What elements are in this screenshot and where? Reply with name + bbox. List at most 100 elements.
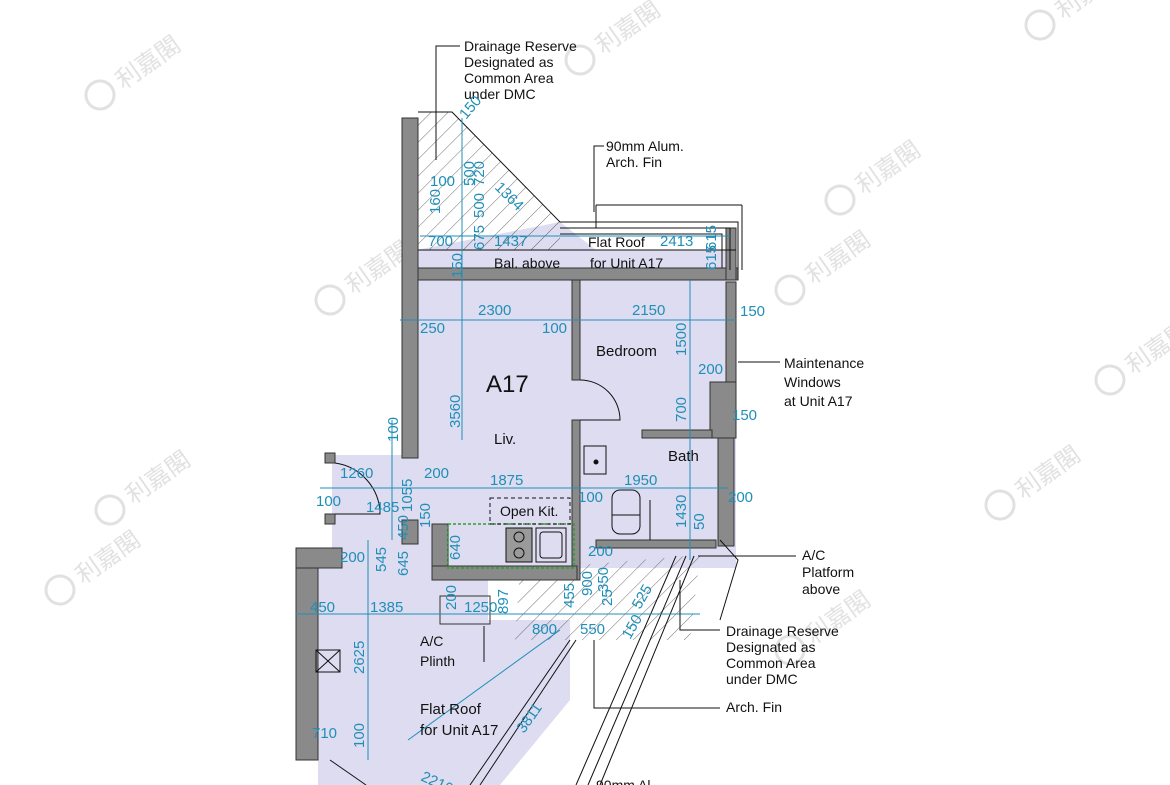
svg-text:90mm Alum.: 90mm Alum. xyxy=(606,138,684,154)
dim-label: 1260 xyxy=(340,465,373,482)
svg-text:利嘉閣: 利嘉閣 xyxy=(71,525,146,589)
svg-text:Arch. Fin: Arch. Fin xyxy=(606,154,662,170)
watermark-logo: 利嘉閣 xyxy=(1094,315,1170,396)
dim-label: 550 xyxy=(580,621,605,638)
room-label-ac-plinth-2: Plinth xyxy=(420,653,455,669)
svg-text:利嘉閣: 利嘉閣 xyxy=(1121,315,1170,379)
svg-text:under DMC: under DMC xyxy=(464,86,536,102)
svg-text:Windows: Windows xyxy=(784,374,841,390)
dim-label: 2413 xyxy=(660,233,693,250)
svg-text:Designated as: Designated as xyxy=(726,639,816,655)
room-label-bath: Bath xyxy=(668,448,699,465)
dim-label: 1055 xyxy=(399,479,416,512)
doors xyxy=(334,379,651,540)
unit-label: A17 xyxy=(486,371,529,398)
dim-label: 200 xyxy=(424,465,449,482)
dim-label: 150 xyxy=(417,503,434,528)
dim-label: 700 xyxy=(673,397,690,422)
svg-text:利嘉閣: 利嘉閣 xyxy=(121,445,196,509)
dim-label: 200 xyxy=(698,361,723,378)
dim-label: 3560 xyxy=(447,395,464,428)
svg-text:Common Area: Common Area xyxy=(464,70,554,86)
dim-label: 450 xyxy=(395,515,412,540)
dim-label: 645 xyxy=(395,551,412,576)
watermark-logo: 利嘉閣 xyxy=(984,440,1086,521)
dim-label: 1500 xyxy=(673,323,690,356)
room-label-kitchen: Open Kit. xyxy=(500,503,558,519)
dim-label: 160 xyxy=(427,189,444,214)
dim-label: 25 xyxy=(599,589,616,606)
room-label-flat-roof-bottom-unit: for Unit A17 xyxy=(420,722,498,739)
stove-icon xyxy=(505,527,533,563)
dim-label: 100 xyxy=(430,173,455,190)
dim-label: 150 xyxy=(740,303,765,320)
dim-label: 1950 xyxy=(624,472,657,489)
note-alum-fin: 90mm Alum. Arch. Fin xyxy=(606,138,684,170)
note-drainage-bottom: Drainage Reserve Designated as Common Ar… xyxy=(726,623,839,687)
drainage-reserve-top xyxy=(418,112,560,250)
watermark-logo: 利嘉閣 xyxy=(84,30,186,111)
room-label-balcony: Bal. above xyxy=(494,255,560,271)
dim-label: 200 xyxy=(588,543,613,560)
room-label-living: Liv. xyxy=(494,431,516,448)
room-label-flat-roof-bottom: Flat Roof xyxy=(420,701,482,718)
dim-label: 1250 xyxy=(464,599,497,616)
dim-label: 100 xyxy=(542,320,567,337)
ac-unit-icon xyxy=(315,649,341,673)
note-arch-fin: Arch. Fin xyxy=(726,699,782,715)
room-label-bedroom: Bedroom xyxy=(596,343,657,360)
dim-label: 450 xyxy=(310,599,335,616)
dim-label: 200 xyxy=(728,489,753,506)
basin-icon xyxy=(583,445,607,475)
dim-label: 1385 xyxy=(370,599,403,616)
dim-label: 615 xyxy=(703,225,720,250)
svg-text:利嘉閣: 利嘉閣 xyxy=(591,0,666,60)
svg-text:Common Area: Common Area xyxy=(726,655,816,671)
sink-icon xyxy=(535,527,567,563)
outline-lines xyxy=(329,111,743,785)
watermark-logo: 利嘉閣 xyxy=(94,445,196,526)
leader-lines xyxy=(435,45,796,709)
dim-label: 50 xyxy=(691,513,708,530)
dim-label: 100 xyxy=(385,417,402,442)
svg-text:at Unit A17: at Unit A17 xyxy=(784,393,853,409)
watermark-logo: 利嘉閣 xyxy=(314,235,416,316)
walls xyxy=(295,117,739,761)
dim-label: 455 xyxy=(561,583,578,608)
svg-text:利嘉閣: 利嘉閣 xyxy=(851,135,926,199)
note-bottom-cut: 90mm Al xyxy=(596,777,650,785)
dim-label: 150 xyxy=(732,407,757,424)
note-ac-platform: A/C Platform above xyxy=(802,547,854,597)
dim-label: 100 xyxy=(316,493,341,510)
dim-label: 2300 xyxy=(478,302,511,319)
watermark-logo: 利嘉閣 xyxy=(824,135,926,216)
dim-label: 720 xyxy=(471,161,488,186)
svg-text:利嘉閣: 利嘉閣 xyxy=(1051,0,1126,25)
kitchen-label-box xyxy=(489,497,571,525)
svg-text:Drainage Reserve: Drainage Reserve xyxy=(464,38,577,54)
dim-label: 900 xyxy=(579,571,596,596)
watermark-logo: 利嘉閣 xyxy=(44,525,146,606)
dim-label: 897 xyxy=(495,589,512,614)
svg-text:Maintenance: Maintenance xyxy=(784,355,864,371)
dim-label: 615 xyxy=(703,245,720,270)
watermark-logo: 利嘉閣 xyxy=(774,225,876,306)
dim-label: 1875 xyxy=(490,472,523,489)
dim-label: 350 xyxy=(595,567,612,592)
dim-label: 200 xyxy=(340,549,365,566)
dim-label: 100 xyxy=(578,489,603,506)
dim-label: 2150 xyxy=(632,302,665,319)
dim-label: 710 xyxy=(312,725,337,742)
dim-label: 100 xyxy=(351,723,368,748)
note-maintenance-windows: Maintenance Windows at Unit A17 xyxy=(784,355,864,409)
room-label-flat-roof-top: Flat Roof xyxy=(588,234,645,250)
dimension-labels: 150 160 100 500 720 1364 500 700 675 143… xyxy=(310,92,765,785)
dim-label: 640 xyxy=(447,535,464,560)
dimension-lines xyxy=(296,118,736,760)
svg-text:under DMC: under DMC xyxy=(726,671,798,687)
note-drainage-top: Drainage Reserve Designated as Common Ar… xyxy=(464,38,577,102)
svg-text:above: above xyxy=(802,581,840,597)
room-label-flat-roof-top-unit: for Unit A17 xyxy=(590,255,663,271)
svg-text:Platform: Platform xyxy=(802,564,854,580)
